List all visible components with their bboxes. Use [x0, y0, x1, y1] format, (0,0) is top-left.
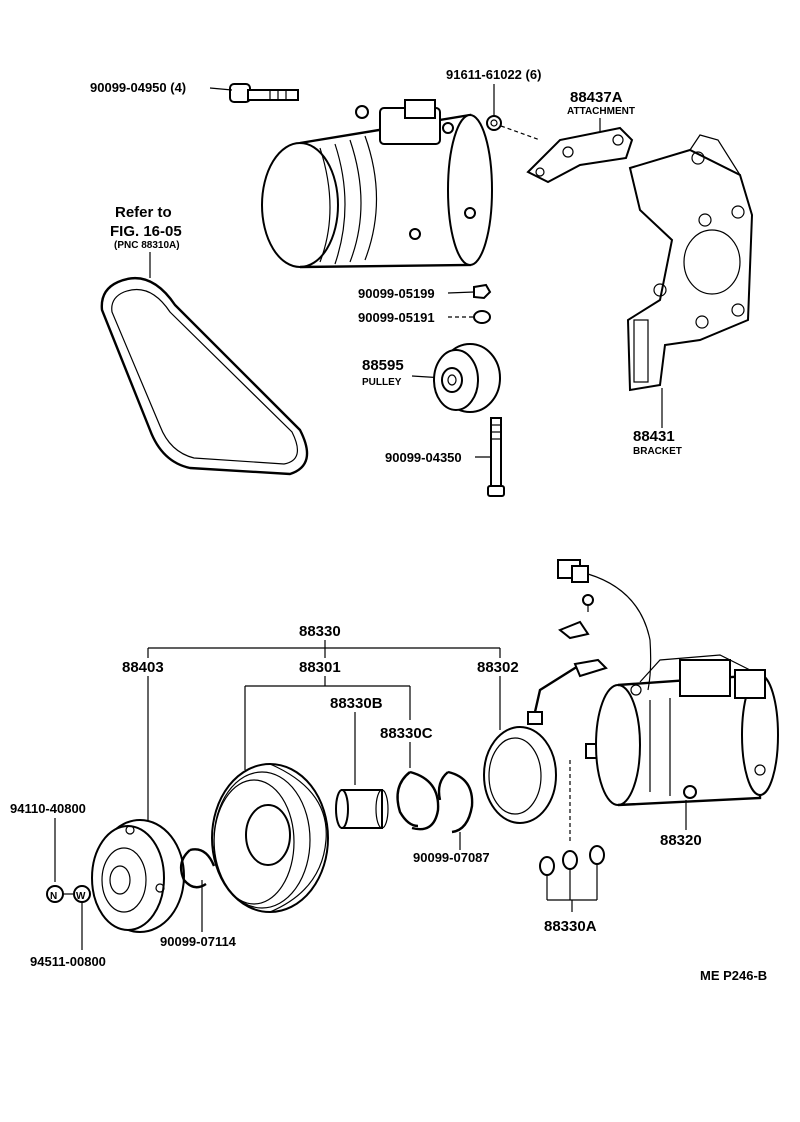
- compressor-88320: [585, 654, 779, 807]
- bolt-90099-04350: [487, 417, 505, 497]
- nut-91611-61022: [486, 115, 502, 131]
- attachment-88437a: [526, 126, 634, 184]
- shims-88330a: [539, 845, 605, 876]
- label-94110-40800: 94110-40800: [10, 801, 86, 816]
- label-88595: 88595: [362, 357, 404, 374]
- label-90099-05191: 90099-05191: [358, 310, 435, 325]
- idler-pulley-88595: [433, 343, 501, 413]
- wire-harness: [557, 559, 652, 691]
- label-88302: 88302: [477, 659, 519, 676]
- nut-symbol: N: [50, 891, 57, 902]
- page-reference: ME P246-B: [700, 968, 767, 983]
- pressure-plate-88403: [91, 819, 185, 933]
- bearing-88330b: [335, 789, 389, 829]
- label-88403: 88403: [122, 659, 164, 676]
- label-88301: 88301: [299, 659, 341, 676]
- v-belt: [100, 277, 309, 476]
- label-90099-07087: 90099-07087: [413, 850, 490, 865]
- label-90099-05199: 90099-05199: [358, 286, 435, 301]
- label-88330b: 88330B: [330, 695, 383, 712]
- bolt-90099-04950: [229, 83, 299, 103]
- label-pnc-88310a: (PNC 88310A): [114, 240, 180, 251]
- label-94511-00800: 94511-00800: [30, 954, 106, 969]
- label-90099-04350: 90099-04350: [385, 450, 462, 465]
- snap-ring-88330c: [396, 770, 440, 831]
- label-88320: 88320: [660, 832, 702, 849]
- label-88330a: 88330A: [544, 918, 597, 935]
- label-attachment: ATTACHMENT: [567, 106, 635, 117]
- label-88330: 88330: [299, 623, 341, 640]
- washer-94511-00800: W: [73, 885, 91, 903]
- nut-90099-05199: [473, 283, 492, 300]
- nut-94110-40800: N: [46, 885, 64, 903]
- label-88330c: 88330C: [380, 725, 433, 742]
- snap-ring-90099-07087: [437, 770, 474, 834]
- washer-90099-05191: [473, 310, 491, 324]
- washer-symbol: W: [76, 891, 86, 902]
- compressor-top: [261, 99, 493, 269]
- bracket-88431: [626, 134, 754, 392]
- label-refer-to: Refer to: [115, 204, 172, 221]
- rotor-pulley-88301: [211, 763, 329, 913]
- label-bracket: BRACKET: [633, 446, 682, 457]
- label-fig-16-05: FIG. 16-05: [110, 223, 182, 240]
- label-91611-61022: 91611-61022 (6): [446, 67, 541, 82]
- snap-ring-90099-07114: [179, 848, 216, 889]
- label-88431: 88431: [633, 428, 675, 445]
- label-90099-07114: 90099-07114: [160, 934, 237, 949]
- label-90099-04950: 90099-04950 (4): [90, 80, 186, 95]
- label-pulley: PULLEY: [362, 377, 402, 388]
- label-88437a: 88437A: [570, 89, 623, 106]
- field-coil-88302: [483, 660, 601, 824]
